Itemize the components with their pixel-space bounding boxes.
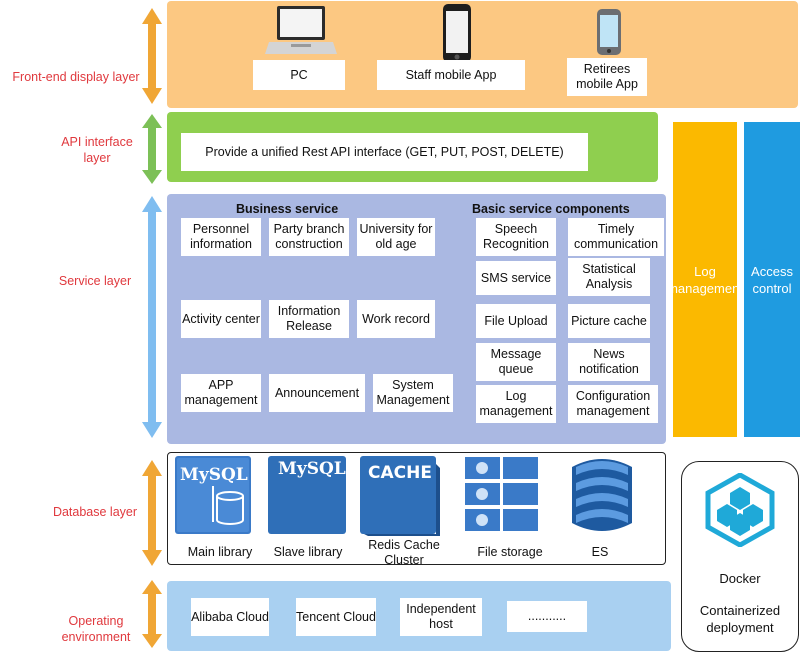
- access-control-bar: Access control: [744, 122, 800, 437]
- es-icon: [572, 459, 632, 531]
- component-picture-cache: Picture cache: [568, 304, 650, 338]
- component-statistical-analysis: Statistical Analysis: [568, 258, 650, 296]
- file-storage-icon: [465, 457, 538, 531]
- double-arrow-frontend-icon: [142, 8, 162, 104]
- db-redis-cache-cluster: Redis Cache Cluster: [368, 538, 440, 567]
- service-item-personnel-information: Personnel information: [181, 218, 261, 256]
- basic-service-title: Basic service components: [472, 202, 630, 216]
- layer-label-service: Service layer: [58, 274, 132, 288]
- retirees-app-box: Retirees mobile App: [567, 58, 647, 96]
- db-main-library: Main library: [187, 545, 253, 559]
- db-file-storage: File storage: [477, 545, 543, 559]
- docker-icon: [705, 473, 775, 547]
- component-log-management: Log management: [476, 385, 556, 423]
- cache-icon: CACHE: [360, 456, 440, 536]
- cache-logo-text: CACHE: [368, 463, 432, 483]
- laptop-icon: [265, 6, 337, 54]
- env-alibaba-cloud: Alibaba Cloud: [191, 598, 269, 636]
- double-arrow-service-icon: [142, 196, 162, 438]
- database-frame: [167, 452, 666, 565]
- layer-label-frontend: Front-end display layer: [12, 70, 140, 84]
- component-speech-recognition: Speech Recognition: [476, 218, 556, 256]
- layer-label-api: API interface layer: [61, 135, 133, 165]
- pc-box: PC: [253, 60, 345, 90]
- mysql-logo-text: MySQL: [180, 465, 248, 485]
- containerized-deployment-label: Containerized deployment: [699, 603, 781, 635]
- mysql-logo-text: MySQL: [278, 459, 346, 479]
- db-slave-library: Slave library: [273, 545, 343, 559]
- service-item-system-management: System Management: [373, 374, 453, 412]
- service-item-announcement: Announcement: [269, 374, 365, 412]
- smartphone-icon: [443, 4, 471, 62]
- component-file-upload: File Upload: [476, 304, 556, 338]
- mysql-icon: MySQL: [268, 456, 346, 534]
- component-message-queue: Message queue: [476, 343, 556, 381]
- double-arrow-api-icon: [142, 114, 162, 184]
- service-item-activity-center: Activity center: [181, 300, 261, 338]
- env-more: ...........: [507, 601, 587, 632]
- phone-icon: [597, 9, 621, 55]
- component-timely-communication: Timely communication: [568, 218, 664, 256]
- component-news-notification: News notification: [568, 343, 650, 381]
- docker-label: Docker: [719, 571, 761, 586]
- frontend-band: [167, 1, 798, 108]
- layer-label-operating: Operating environment: [61, 614, 131, 644]
- service-item-party-branch: Party branch construction: [269, 218, 349, 256]
- service-item-work-record: Work record: [357, 300, 435, 338]
- env-independent-host: Independent host: [400, 598, 482, 636]
- business-service-title: Business service: [236, 202, 339, 216]
- service-item-information-release: Information Release: [269, 300, 349, 338]
- component-configuration-management: Configuration management: [568, 385, 658, 423]
- api-box: Provide a unified Rest API interface (GE…: [181, 133, 588, 171]
- layer-label-database: Database layer: [52, 505, 138, 519]
- db-es: ES: [591, 545, 609, 559]
- mysql-icon: MySQL: [175, 456, 251, 534]
- service-item-university: University for old age: [357, 218, 435, 256]
- service-item-app-management: APP management: [181, 374, 261, 412]
- double-arrow-operating-icon: [142, 580, 162, 648]
- env-tencent-cloud: Tencent Cloud: [296, 598, 376, 636]
- staff-app-box: Staff mobile App: [377, 60, 525, 90]
- log-management-bar: Log management: [667, 122, 743, 437]
- double-arrow-database-icon: [142, 460, 162, 566]
- component-sms-service: SMS service: [476, 261, 556, 295]
